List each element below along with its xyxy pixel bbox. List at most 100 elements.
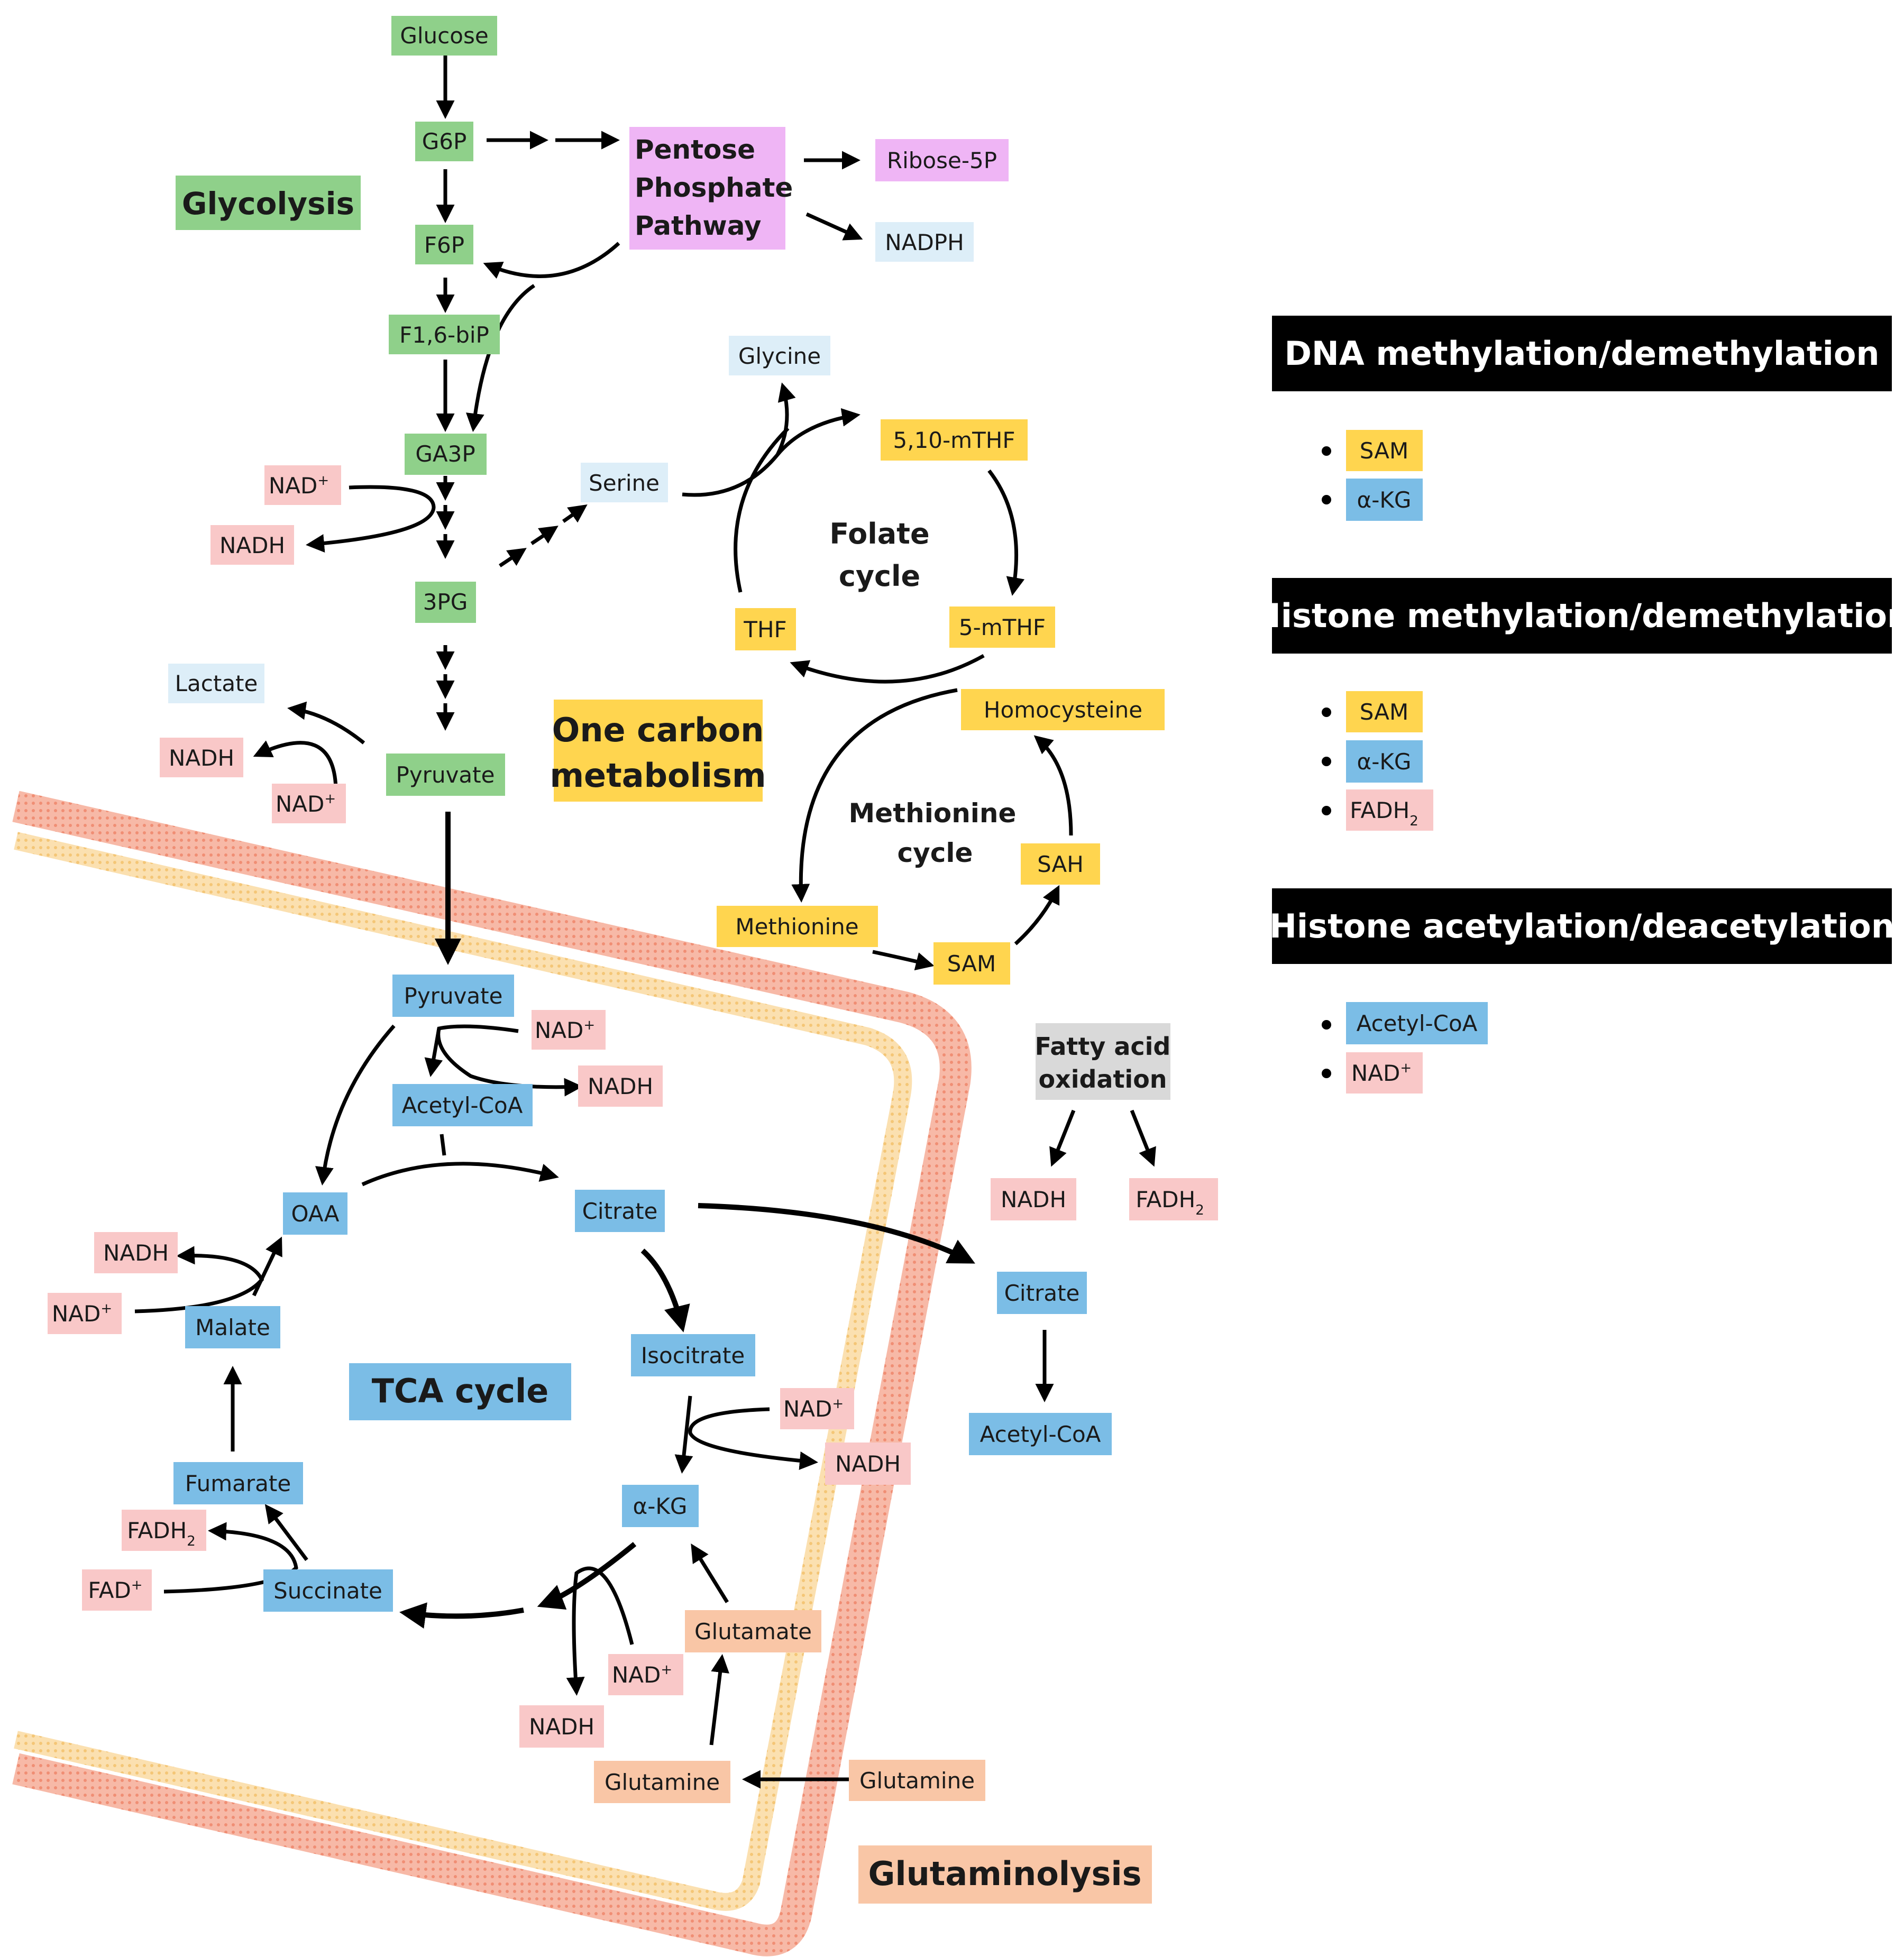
glutamate-node: Glutamate [685,1610,821,1652]
svg-text:Citrate: Citrate [1004,1280,1080,1306]
svg-text:NAD+: NAD+ [535,1017,595,1043]
svg-text:Succinate: Succinate [273,1578,382,1604]
svg-text:Glycine: Glycine [738,343,821,369]
svg-text:Phosphate: Phosphate [635,172,793,203]
svg-text:metabolism: metabolism [550,756,766,795]
cytosol-nodes: Fatty acid oxidation NADH FADH2 Citrate … [969,1023,1218,1455]
fadh2-fatty-node: FADH2 [1129,1178,1218,1220]
malate-node: Malate [185,1306,280,1348]
nadh-akg-node: NADH [519,1705,604,1748]
svg-text:FADH2: FADH2 [127,1518,196,1549]
fad-node: FAD+ [82,1569,152,1611]
succinate-node: Succinate [263,1569,393,1612]
akg-node: α-KG [622,1485,699,1527]
svg-text:One carbon: One carbon [552,711,764,749]
ribose-node: Ribose-5P [875,139,1009,181]
svg-text:NAD+: NAD+ [269,473,329,499]
svg-text:THF: THF [743,617,786,642]
glutaminolysis-title: Glutaminolysis [858,1845,1152,1904]
svg-text:Histone methylation/demethylat: Histone methylation/demethylation [1253,596,1904,635]
glutamine-cyto-node: Glutamine [849,1760,985,1801]
ga3p-node: GA3P [405,434,487,475]
svg-text:Acetyl-CoA: Acetyl-CoA [1357,1010,1478,1036]
svg-text:NADH: NADH [219,532,285,558]
ppp-title: Pentose Phosphate Pathway [629,127,793,250]
glycine-node: Glycine [729,336,830,375]
pyruvate-mito-node: Pyruvate [392,975,514,1017]
svg-text:Glucose: Glucose [400,23,488,49]
citrate-cyto-node: Citrate [997,1272,1087,1314]
fadh2-mito-node: FADH2 [122,1510,206,1551]
fatty-acid-oxidation-title: Fatty acid oxidation [1035,1023,1171,1100]
nadh-ga3p-node: NADH [210,525,294,565]
svg-text:GA3P: GA3P [415,441,475,467]
svg-text:Serine: Serine [589,470,660,496]
svg-text:Homocysteine: Homocysteine [984,697,1142,723]
svg-text:5-mTHF: 5-mTHF [959,614,1046,640]
fumarate-node: Fumarate [173,1462,303,1504]
thf-node: THF [735,608,796,650]
one-carbon-nodes: Glycine Serine 5,10-mTHF 5-mTHF THF Fola… [550,336,1165,985]
svg-text:OAA: OAA [291,1201,340,1227]
glutamine-mito-node: Glutamine [594,1761,730,1803]
nad-iso-node: NAD+ [780,1388,854,1429]
acetyl-coa-cyto-node: Acetyl-CoA [969,1413,1112,1455]
svg-text:Pyruvate: Pyruvate [404,983,503,1009]
svg-text:Glutamine: Glutamine [605,1769,720,1795]
svg-text:NADPH: NADPH [885,229,964,255]
svg-text:cycle: cycle [839,559,920,593]
svg-text:Fatty acid: Fatty acid [1035,1032,1171,1061]
svg-text:NADH: NADH [103,1240,169,1266]
svg-text:Acetyl-CoA: Acetyl-CoA [402,1092,523,1118]
one-carbon-title: One carbon metabolism [550,700,766,802]
svg-text:NADH: NADH [529,1714,594,1740]
legend-histone-acetylation: Histone acetylation/deacetylation Acetyl… [1269,888,1894,1094]
lactate-node: Lactate [168,664,264,703]
nadh-mal-node: NADH [94,1232,178,1273]
serine-node: Serine [581,463,668,502]
svg-text:cycle: cycle [898,838,973,868]
methionine-cycle-title: Methionine cycle [849,798,1017,868]
svg-text:Ribose-5P: Ribose-5P [887,148,997,173]
pyruvate-cyto-node: Pyruvate [386,754,505,796]
svg-text:NAD+: NAD+ [612,1662,672,1688]
svg-text:TCA cycle: TCA cycle [372,1372,549,1410]
pathway-arrows [134,53,1156,1789]
svg-text:NADH: NADH [169,745,234,771]
svg-text:Methionine: Methionine [735,914,858,940]
glycolysis-title: Glycolysis [176,176,361,230]
svg-text:Pyruvate: Pyruvate [396,762,495,788]
nadh-iso-node: NADH [825,1443,911,1485]
mthf510-node: 5,10-mTHF [881,419,1028,461]
isocitrate-node: Isocitrate [631,1334,755,1376]
citrate-mito-node: Citrate [575,1190,665,1232]
svg-text:3PG: 3PG [423,589,468,615]
ppp-nodes: Pentose Phosphate Pathway Ribose-5P NADP… [629,127,1009,262]
svg-text:F6P: F6P [424,232,464,258]
svg-text:Folate: Folate [829,517,929,550]
svg-text:Methionine: Methionine [849,798,1017,829]
svg-text:Glycolysis: Glycolysis [182,186,354,222]
methionine-node: Methionine [717,906,878,947]
glucose-node: Glucose [391,16,497,56]
nadh-pyr-node: NADH [578,1065,663,1107]
svg-text:FADH2: FADH2 [1350,797,1418,829]
sam-cycle-node: SAM [933,942,1010,985]
svg-text:G6P: G6P [422,128,467,154]
svg-text:NADH: NADH [1001,1187,1066,1212]
f6p-node: F6P [415,225,473,264]
nadh-lactate-node: NADH [160,738,243,777]
mthf5-node: 5-mTHF [949,607,1055,648]
glycolysis-nodes: Glucose G6P F6P F1,6-biP GA3P 3PG Pyruva… [160,16,505,823]
svg-text:Isocitrate: Isocitrate [641,1343,745,1368]
svg-text:Lactate: Lactate [175,670,258,696]
svg-text:SAM: SAM [1360,438,1408,464]
svg-text:Fumarate: Fumarate [185,1471,291,1496]
svg-text:Acetyl-CoA: Acetyl-CoA [980,1421,1101,1447]
nadph-node: NADPH [875,222,974,262]
svg-text:NADH: NADH [835,1451,901,1477]
svg-text:SAM: SAM [1360,699,1408,725]
nadh-fatty-node: NADH [991,1178,1076,1220]
svg-text:NAD+: NAD+ [52,1301,112,1327]
svg-text:Glutamine: Glutamine [859,1768,975,1794]
